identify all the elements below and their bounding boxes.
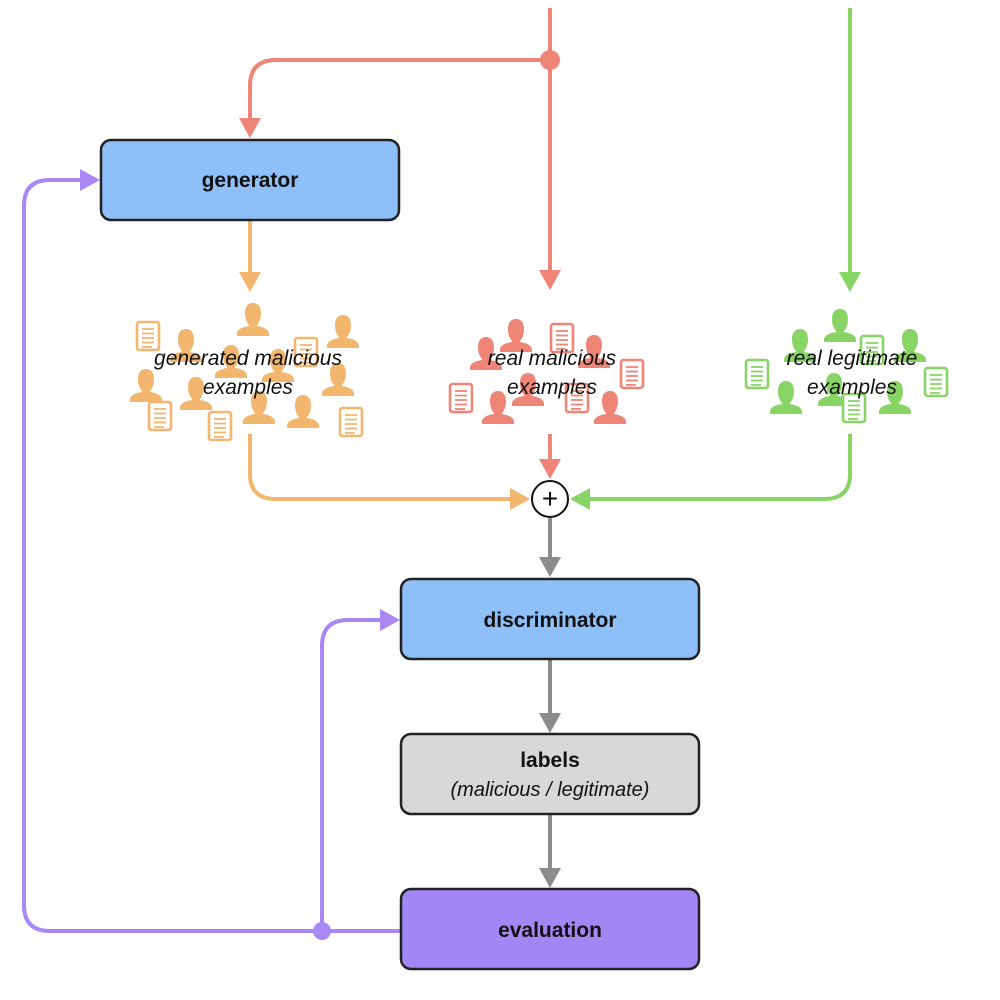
generator-feedback-arrowhead [80,169,100,191]
person-icon [130,369,162,402]
evaluation-to-discriminator-edge [320,618,382,931]
document-icon [448,382,474,414]
main-flow-edges [539,518,561,888]
evaluation-to-generator-edge [22,178,402,933]
labels-title: labels [520,749,580,772]
generated-examples-cluster [130,303,364,442]
real-legitimate-arrowhead [839,272,861,292]
feedback-edges [22,169,402,940]
document-icon [923,366,949,398]
discriminator-node[interactable]: discriminator [399,577,701,661]
generator-input-arrowhead [239,118,261,138]
person-icon [327,315,359,348]
real-malicious-examples-cluster [448,319,645,424]
real-malicious-label-line2: examples [507,376,597,399]
legitimate-source-edges [839,8,861,292]
malicious-to-generator-edge [248,58,550,118]
feedback-junction-dot [313,922,331,940]
evaluation-node[interactable]: evaluation [399,887,701,971]
discriminator-label: discriminator [483,609,616,632]
generator-label: generator [202,169,299,192]
person-icon [824,309,856,342]
merge-edges [248,434,852,510]
discriminator-feedback-arrowhead [380,609,400,631]
combiner-node: + [531,480,569,518]
person-icon [594,391,626,424]
real-malicious-label-line1: real malicious [488,347,617,370]
real-malicious-arrowhead [539,270,561,290]
labels-subtitle: (malicious / legitimate) [451,779,650,801]
evaluation-label: evaluation [498,919,602,942]
malicious-junction-dot [540,50,560,70]
person-icon [287,395,319,428]
generated-to-combiner-edge [248,434,512,501]
document-icon [207,410,233,442]
real-legitimate-label-line2: examples [807,376,897,399]
generator-output-edge [239,221,261,292]
plus-icon: + [542,483,558,514]
document-icon [744,358,770,390]
malicious-source-edges [239,8,561,290]
person-icon [237,303,269,336]
labels-node[interactable]: labels (malicious / legitimate) [399,732,701,816]
document-icon [147,400,173,432]
real-legitimate-to-combiner-edge [588,434,852,501]
document-icon [135,320,161,352]
real-legitimate-label-line1: real legitimate [787,347,918,370]
generated-examples-label-line2: examples [203,376,293,399]
document-icon [619,358,645,390]
generator-node[interactable]: generator [99,138,401,222]
generated-examples-label-line1: generated malicious [154,347,342,370]
person-icon [770,381,802,414]
document-icon [338,406,364,438]
